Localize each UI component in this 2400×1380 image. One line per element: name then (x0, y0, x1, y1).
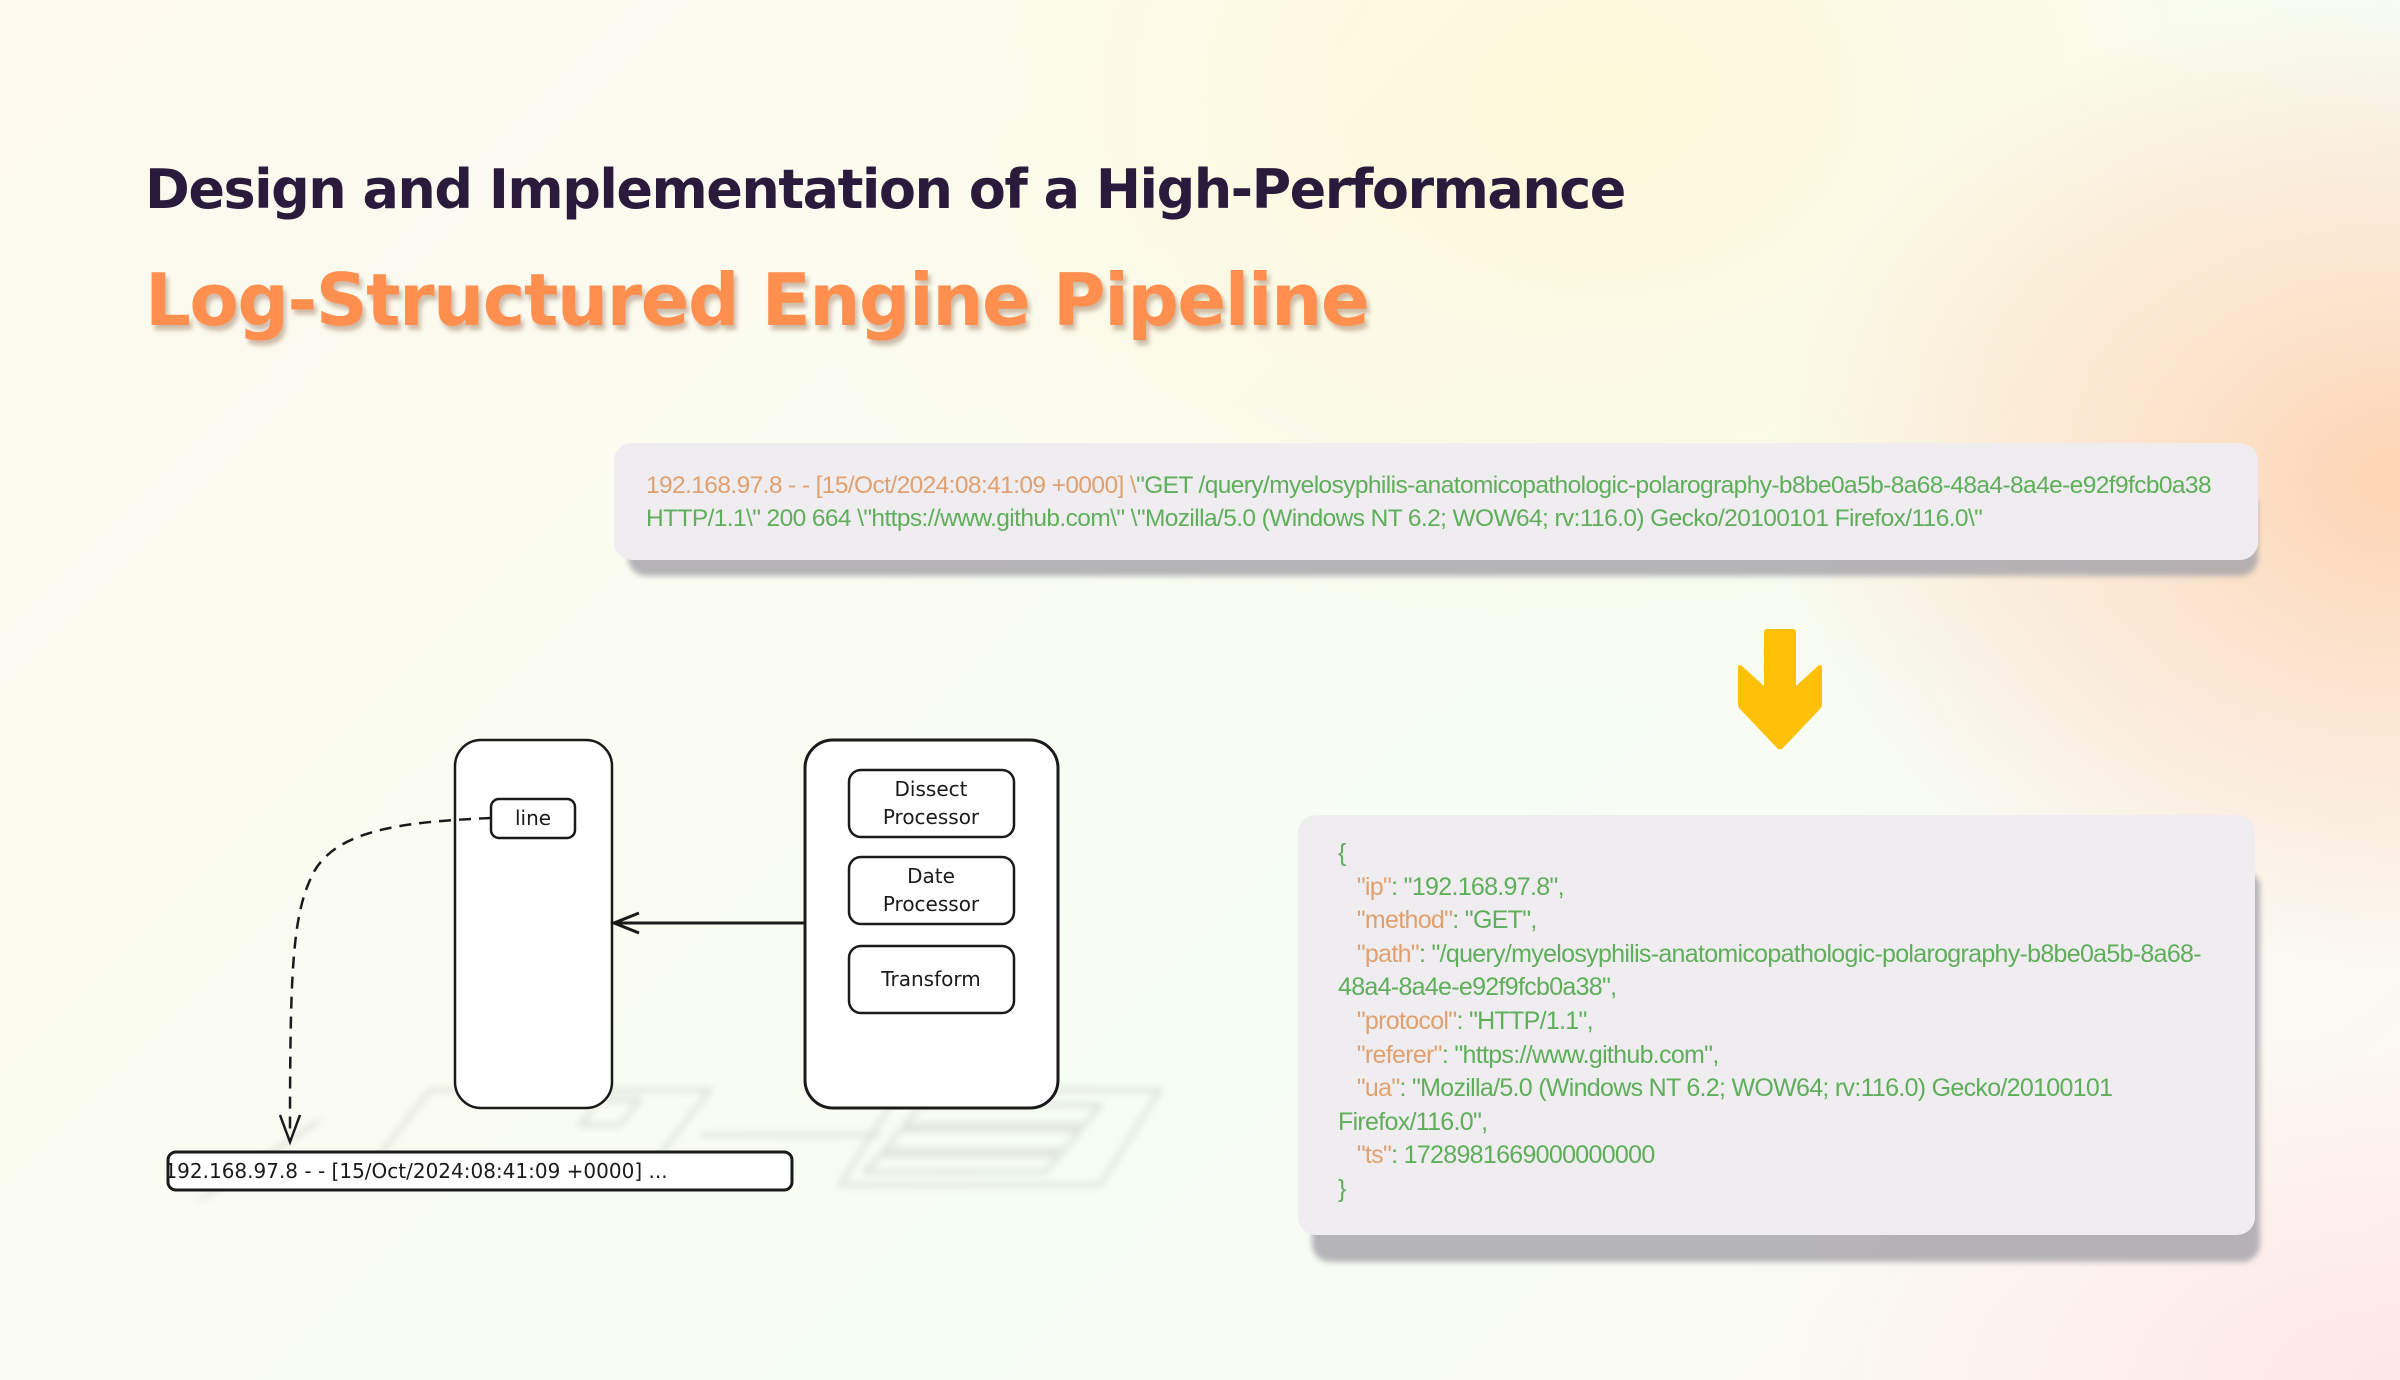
log-line-text: 192.168.97.8 - - [15/Oct/2024:08:41:09 +… (164, 1159, 667, 1183)
json-field-row: "ua": "Mozilla/5.0 (Windows NT 6.2; WOW6… (1338, 1072, 2215, 1139)
json-value: : "GET", (1452, 906, 1537, 935)
raw-log-text: 192.168.97.8 - - [15/Oct/2024:08:41:09 +… (646, 469, 2226, 535)
raw-log-rest: "GET /query/myelosyphilis-anatomicopatho… (646, 472, 2212, 532)
title-line-2: Log-Structured Engine Pipeline (145, 258, 1370, 342)
json-close-brace: } (1338, 1174, 1346, 1203)
json-key: "ts" (1356, 1141, 1392, 1170)
json-key: "method" (1356, 906, 1453, 935)
parsed-json-card: { "ip": "192.168.97.8", "method": "GET",… (1298, 815, 2255, 1235)
json-fields: "ip": "192.168.97.8", "method": "GET", "… (1338, 871, 2215, 1173)
json-value: : "192.168.97.8", (1391, 872, 1564, 901)
extract-dashed-arrow (288, 816, 492, 1136)
json-field-row: "referer": "https://www.github.com", (1338, 1039, 2215, 1073)
log-line-box (166, 1150, 794, 1192)
input-buffer-box (453, 738, 614, 1110)
pipeline-arrow-head-icon (609, 911, 640, 935)
json-key: "protocol" (1356, 1006, 1457, 1035)
line-field-label: line (515, 806, 551, 830)
title-line-1: Design and Implementation of a High-Perf… (145, 158, 1626, 221)
json-key: "ip" (1356, 872, 1392, 901)
json-key: "ua" (1356, 1074, 1400, 1103)
processor-date-line1: Date (907, 864, 955, 888)
json-value: : 1728981669000000000 (1391, 1141, 1655, 1170)
processor-dissect-line1: Dissect (895, 777, 968, 801)
json-key: "path" (1356, 939, 1420, 968)
json-value: : "HTTP/1.1", (1456, 1006, 1593, 1035)
processor-transform: Transform (847, 944, 1016, 1015)
json-value: : "Mozilla/5.0 (Windows NT 6.2; WOW64; r… (1338, 1074, 2119, 1136)
processor-transform-label: Transform (880, 967, 980, 991)
processor-dissect-line2: Processor (883, 805, 980, 829)
json-field-row: "ip": "192.168.97.8", (1338, 871, 2215, 905)
processor-date: Date Processor (847, 855, 1016, 926)
json-field-row: "ts": 1728981669000000000 (1338, 1139, 2215, 1173)
json-value: : "https://www.github.com", (1441, 1040, 1719, 1069)
pipeline-diagram: line Dissect Processor Date Processor Tr… (164, 738, 1163, 1202)
json-field-row: "protocol": "HTTP/1.1", (1338, 1005, 2215, 1039)
dashed-arrow-head-icon (278, 1114, 302, 1146)
raw-log-card: 192.168.97.8 - - [15/Oct/2024:08:41:09 +… (614, 443, 2258, 560)
json-value: : "/query/myelosyphilis-anatomicopatholo… (1338, 939, 2202, 1002)
json-key: "referer" (1356, 1040, 1443, 1069)
json-field-row: "method": "GET", (1338, 904, 2215, 938)
parsed-json-text: { "ip": "192.168.97.8", "method": "GET",… (1338, 837, 2215, 1207)
json-field-row: "path": "/query/myelosyphilis-anatomicop… (1338, 938, 2215, 1005)
raw-log-prefix: 192.168.97.8 - - [15/Oct/2024:08:41:09 +… (646, 472, 1137, 499)
json-open-brace: { (1338, 839, 1346, 867)
down-arrow-icon (1738, 629, 1822, 750)
processor-date-line2: Processor (883, 892, 980, 916)
processor-dissect: Dissect Processor (847, 768, 1016, 839)
